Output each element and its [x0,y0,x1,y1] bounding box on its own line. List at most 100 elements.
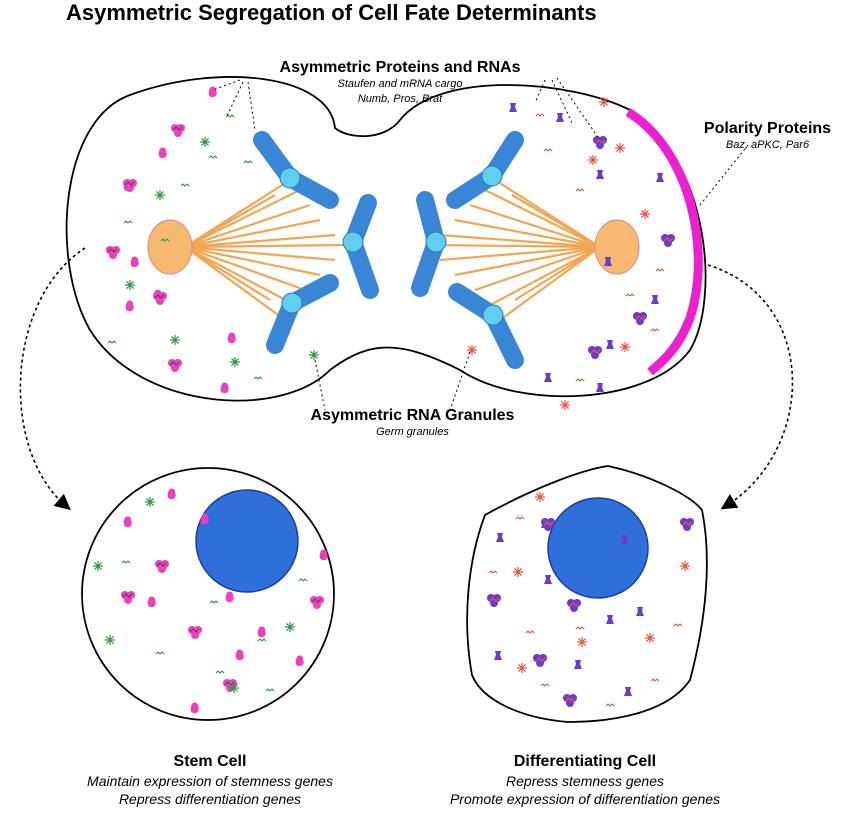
purple-cargo-particle [533,654,547,667]
caption-stem-cell: Stem Cell Maintain expression of stemnes… [50,752,370,808]
pink-cargo-particle [171,124,185,137]
label-polarity-proteins: Polarity Proteins Baz, aPKC, Par6 [690,120,845,153]
spindle-fiber-right [454,245,601,277]
purple-particle [606,615,614,624]
pink-particle [208,86,217,98]
red-squiggle [488,570,498,574]
green-granule [93,561,103,571]
green-squiggle [209,600,219,604]
cell-fate-particles [93,86,694,714]
red-granule [577,637,587,647]
red-squiggle [575,188,585,192]
green-granule [125,280,135,290]
differentiating-cell-membrane [466,465,708,723]
label-proteins-rnas-line1: Staufen and mRNA cargo [337,78,463,90]
pink-cargo-particle [123,179,137,192]
pink-particle [227,332,236,344]
spindle-fiber-left [184,243,346,249]
label-proteins-rnas-heading: Asymmetric Proteins and RNAs [279,59,521,76]
chromosome [253,131,339,209]
stem-cell-membrane [81,467,335,721]
pink-particle [158,147,167,159]
spindle-fiber-right [484,189,601,248]
spindle-fiber-left [184,245,321,277]
red-squiggle [535,113,545,117]
pink-particle [130,256,139,268]
purple-particle [544,373,552,382]
caption-differentiating-line2: Promote expression of differentiation ge… [449,791,721,807]
spindle-fiber-left [184,194,276,248]
green-squiggle [257,638,267,642]
spindle-fiber-left [184,218,321,249]
chromosome [411,191,447,297]
purple-cargo-particle [633,312,647,325]
purple-particle [621,535,629,544]
green-granule [230,357,240,367]
green-squiggle [160,238,170,242]
purple-cargo-particle [661,234,675,247]
green-squiggle [180,183,190,187]
purple-particle [636,607,644,616]
red-granule [513,567,523,577]
dividing-cell-membrane [65,76,707,402]
green-granule [170,335,180,345]
red-granule [645,633,655,643]
spindle-fiber-right [474,245,601,292]
spindle-fiber-right [431,243,601,249]
centromere [279,167,301,189]
label-polarity-heading: Polarity Proteins [703,120,832,137]
purple-particle [624,687,632,696]
label-proteins-rnas-line2: Numb, Pros, Brat [357,93,443,105]
centromere [481,165,503,187]
purple-particle [596,383,604,392]
spindle-fiber-right [439,245,601,262]
purple-particle [656,173,664,182]
purple-particle [604,257,612,266]
green-squiggle [123,220,133,224]
purple-particle [496,533,504,542]
red-granule [560,400,570,410]
differentiating-cell-nucleus [547,497,649,599]
green-granule [229,683,239,693]
pink-particle [235,649,244,661]
label-proteins-rnas: Asymmetric Proteins and RNAs Staufen and… [245,59,555,107]
pink-cargo-particle [121,591,135,604]
spindle-fiber-right [499,246,601,321]
red-granule [588,155,598,165]
green-squiggle [121,560,131,564]
centrosome-left [147,219,193,275]
red-squiggle [540,683,550,687]
red-granule [467,345,477,355]
diagram-title: Asymmetric Segregation of Cell Fate Dete… [66,0,597,25]
spindle-fiber-right [469,203,601,249]
green-granule [155,190,165,200]
caption-stem-cell-line2: Repress differentiation genes [118,791,302,807]
pink-cargo-particle [188,626,202,639]
purple-cargo-particle [563,694,577,707]
red-granule [680,561,690,571]
green-squiggle [155,651,165,655]
chromosome [342,194,379,299]
arrow-to-differentiating-cell [707,264,794,510]
purple-particle [494,651,502,660]
purple-cargo-particle [567,599,581,612]
green-squiggle [107,340,117,344]
green-granule [200,137,210,147]
purple-particle [606,340,614,349]
spindle-fiber-left [184,189,301,248]
pink-particle [123,516,132,528]
red-granule [620,342,630,352]
chromosomes [253,131,524,369]
red-granule [640,209,650,219]
centromere [482,304,504,326]
red-granule [517,663,527,673]
chromosome [446,131,524,209]
spindle-fiber-left [184,246,271,301]
green-granule [285,622,295,632]
caption-stem-cell-heading: Stem Cell [173,753,247,770]
pink-cargo-particle [153,292,167,305]
red-squiggle [625,293,635,297]
pink-particle [147,596,156,608]
red-squiggle [575,626,585,630]
